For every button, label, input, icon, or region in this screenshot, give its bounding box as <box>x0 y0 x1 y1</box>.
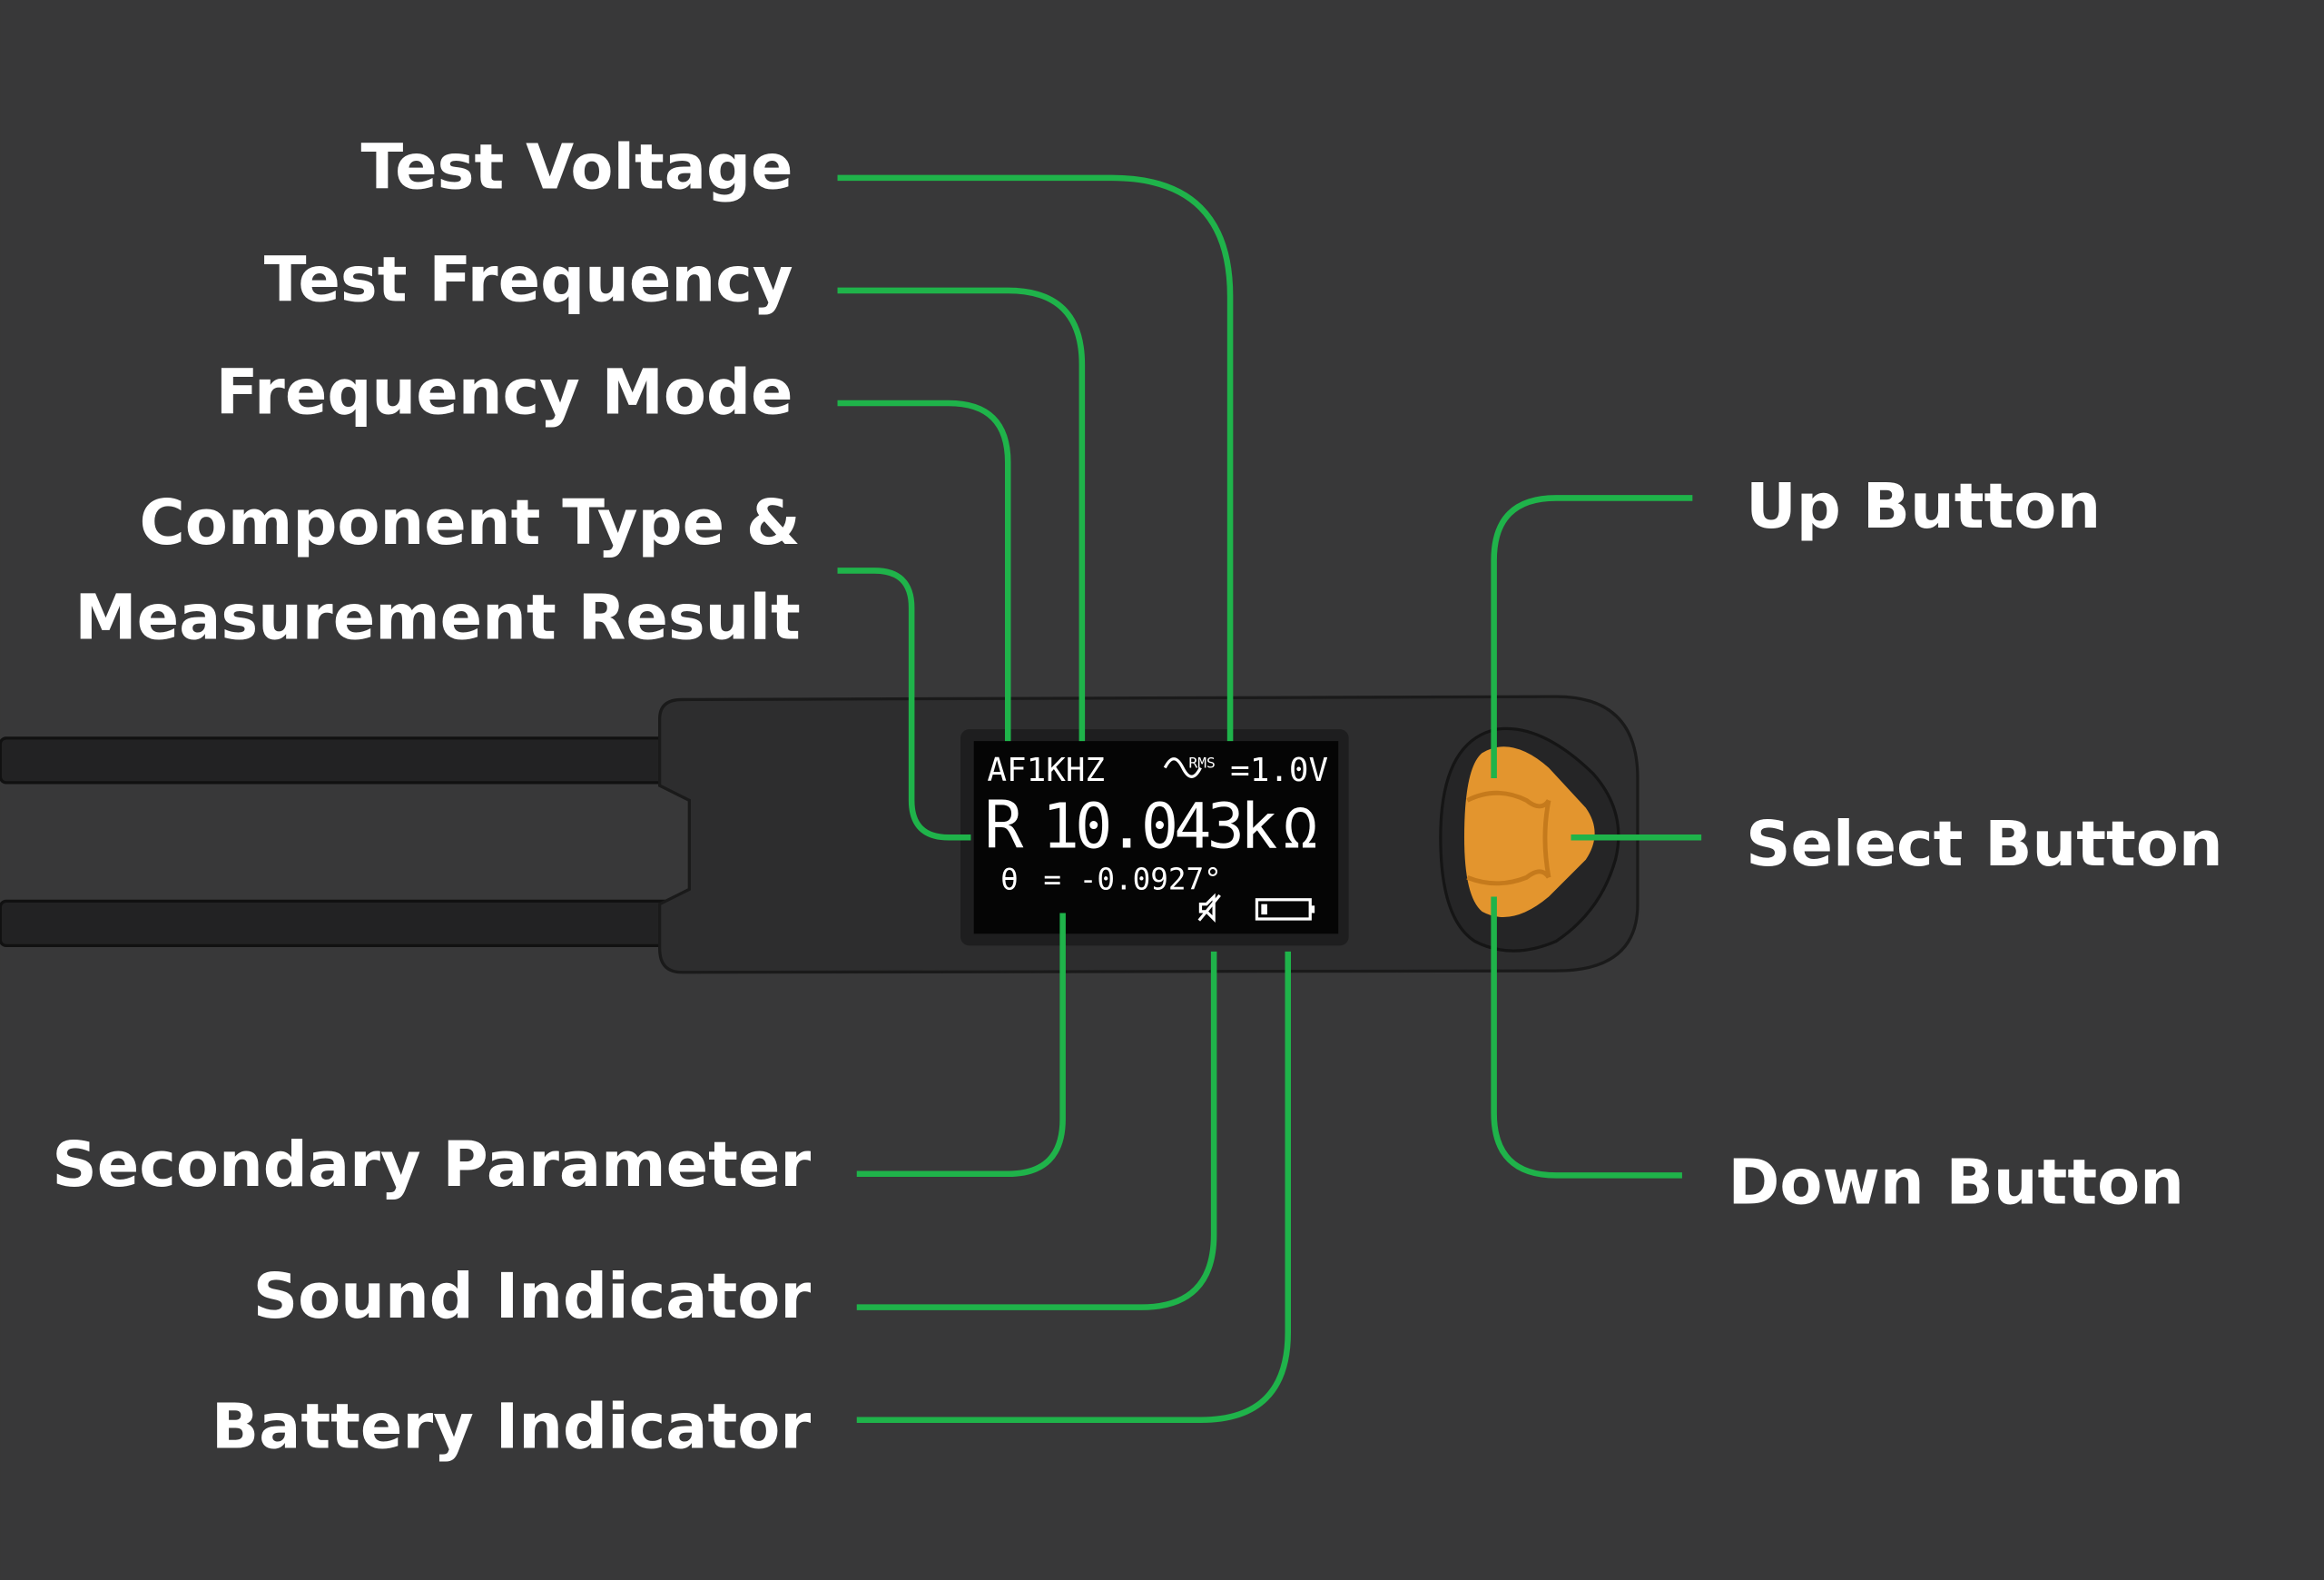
label-secondary-parameter: Secondary Parameter <box>52 1129 811 1201</box>
label-frequency-mode: Frequency Mode <box>216 356 793 429</box>
label-test-frequency: Test Frequency <box>264 243 793 316</box>
button-pad[interactable] <box>1463 746 1595 918</box>
frequency-mode-text: AF1KHZ <box>987 752 1105 789</box>
label-battery-indicator: Battery Indicator <box>212 1391 811 1464</box>
sound-muted-icon <box>1197 893 1221 923</box>
component-type-text: R <box>984 787 1024 864</box>
label-sound-indicator: Sound Indicator <box>253 1260 812 1333</box>
label-down-button: Down Button <box>1728 1146 2184 1219</box>
label-test-voltage: Test Voltage <box>361 131 793 203</box>
unit-text: Ω <box>1284 795 1317 862</box>
label-up-button: Up Button <box>1746 470 2101 543</box>
button-segment-lines <box>1466 790 1551 886</box>
label-measurement-result: Measurement Result <box>74 582 800 655</box>
secondary-value-text: = -0.0927° <box>1043 862 1221 896</box>
secondary-symbol: θ <box>1000 862 1019 896</box>
label-select-button: Select Button <box>1746 808 2223 881</box>
measurement-value-text: 10.043k <box>1042 791 1277 864</box>
label-component-type: Component Type & <box>140 487 801 559</box>
sine-wave-icon <box>1163 757 1202 778</box>
oled-screen: AF1KHZ RMS =1.0V R 10.043k Ω θ = -0.0927… <box>960 729 1349 946</box>
battery-icon <box>1255 898 1315 921</box>
leader-lines <box>837 174 1702 1423</box>
rms-label: RMS <box>1188 755 1215 772</box>
test-voltage-text: =1.0V <box>1230 752 1328 789</box>
